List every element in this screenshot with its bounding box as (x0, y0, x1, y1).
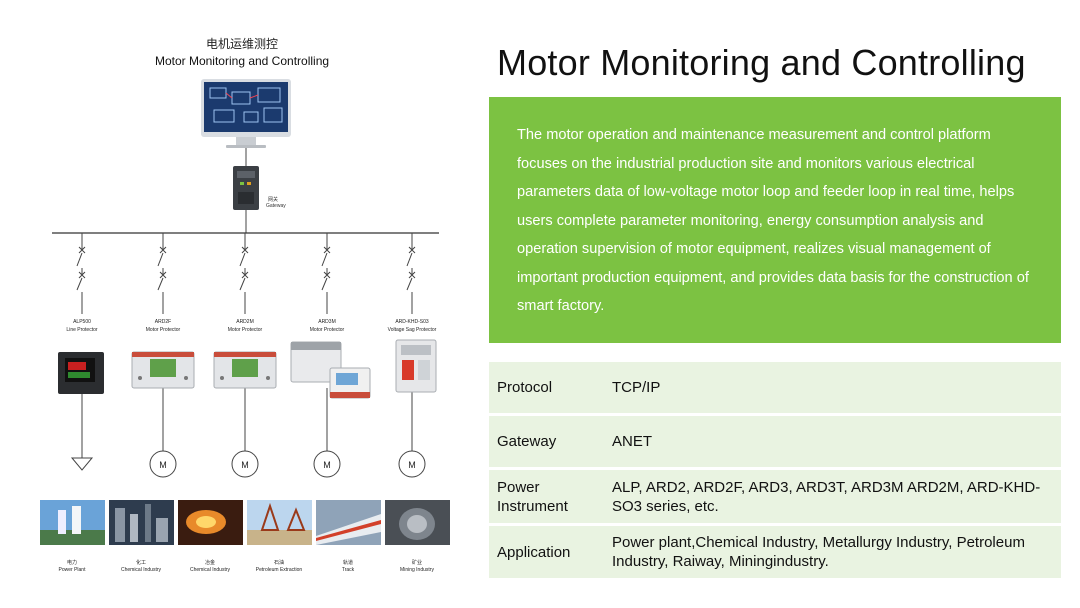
spec-value: ALP, ARD2, ARD2F, ARD3, ARD3T, ARD3M ARD… (597, 470, 1061, 526)
switch-blade (239, 252, 246, 267)
breaker-icon (408, 246, 416, 254)
motor-symbol: M (241, 460, 249, 470)
breaker-icon (159, 246, 167, 254)
app-photo-petroleum-icon (247, 500, 312, 545)
gateway-label-cn: 网关 (268, 197, 279, 203)
switch-blade (239, 277, 246, 291)
motor-symbol: M (323, 460, 331, 470)
device-label-ard-khd: ARD-KHD-S03 Voltage Sag Protector (367, 318, 457, 334)
table-row: Power Instrument ALP, ARD2, ARD2F, ARD3,… (489, 470, 1061, 526)
system-diagram: 电机运维测控 Motor Monitoring and Controlling (0, 0, 480, 608)
spec-value: TCP/IP (597, 362, 1061, 416)
spec-value: Power plant,Chemical Industry, Metallurg… (597, 526, 1061, 581)
device-model: ARD3M (318, 319, 336, 325)
app-photo-chemical-icon (109, 500, 174, 545)
motor-symbol: M (159, 460, 167, 470)
breaker-icon (159, 271, 167, 279)
app-photo-power-plant-icon (40, 500, 105, 545)
device-model: ALP500 (73, 319, 91, 325)
motor-ard-khd-icon (398, 450, 426, 478)
switch-blade (76, 277, 83, 291)
spec-label: Power Instrument (489, 470, 597, 526)
app-label: Petroleum Extraction (255, 567, 303, 573)
device-label-ard2f: ARD2F Motor Protector (118, 318, 208, 334)
motor-ard2f-icon (149, 450, 177, 478)
spec-table: Protocol TCP/IP Gateway ANET Power Instr… (489, 362, 1061, 581)
spec-value: ANET (597, 416, 1061, 470)
breaker-icon (78, 246, 86, 254)
app-label-cn: 矿业 (411, 560, 422, 566)
device-alp500-icon (58, 352, 104, 394)
device-ard3m-icon (290, 341, 371, 399)
app-photo-mining-icon (385, 500, 450, 545)
switch-blade (406, 277, 413, 291)
app-photo-track-icon (316, 500, 381, 545)
app-label: Mining Industry (400, 567, 434, 573)
table-row: Protocol TCP/IP (489, 362, 1061, 416)
page-title: Motor Monitoring and Controlling (497, 42, 1026, 83)
device-model: ARD2M (236, 319, 254, 325)
gateway-label: Gateway (266, 203, 286, 209)
app-label-cn: 电力 (66, 560, 77, 566)
switch-blade (157, 252, 164, 267)
breaker-icon (241, 246, 249, 254)
motor-ard2m-icon (231, 450, 259, 478)
device-label-alp500: ALP500 Line Protector (37, 318, 127, 334)
diagram-title-cn: 电机运维测控 (205, 37, 278, 51)
breaker-icon (323, 271, 331, 279)
spec-label: Gateway (489, 416, 597, 470)
switch-blade (321, 252, 328, 267)
switch-blade (406, 252, 413, 267)
spec-label: Application (489, 526, 597, 581)
monitor-icon (201, 79, 291, 148)
motor-symbol: M (408, 460, 416, 470)
device-role: Voltage Sag Protector (387, 327, 437, 333)
device-ard2f-icon (131, 351, 195, 389)
device-ard-khd-icon (395, 339, 437, 393)
breaker-icon (323, 246, 331, 254)
device-role: Motor Protector (227, 327, 263, 333)
gateway-icon (233, 166, 259, 210)
app-label-cn: 冶金 (204, 560, 215, 566)
app-label: Chemical Industry (189, 567, 230, 573)
table-row: Application Power plant,Chemical Industr… (489, 526, 1061, 581)
switch-blade (76, 252, 83, 267)
device-label-ard2m: ARD2M Motor Protector (200, 318, 290, 334)
switch-blade (321, 277, 328, 291)
breaker-icon (241, 271, 249, 279)
motor-ard3m-icon (313, 450, 341, 478)
app-label-cn: 化工 (135, 560, 146, 566)
table-row: Gateway ANET (489, 416, 1061, 470)
description-panel: The motor operation and maintenance meas… (489, 97, 1061, 343)
breaker-icon (408, 271, 416, 279)
device-role: Motor Protector (145, 327, 181, 333)
device-ard2m-icon (213, 351, 277, 389)
device-model: ARD-KHD-S03 (395, 319, 429, 325)
app-photo-metallurgy-icon (178, 500, 243, 545)
switch-blade (157, 277, 164, 291)
device-role: Motor Protector (309, 327, 345, 333)
app-label-cn: 石油 (273, 560, 284, 566)
app-label: Chemical Industry (120, 567, 161, 573)
app-label: Track (341, 567, 355, 573)
ground-symbol-icon (70, 394, 94, 471)
app-label-cn: 轨道 (342, 560, 353, 566)
app-label: Power Plant (58, 567, 86, 573)
device-label-ard3m: ARD3M Motor Protector (282, 318, 372, 334)
device-model: ARD2F (154, 319, 172, 325)
device-role: Line Protector (66, 327, 98, 333)
breaker-icon (78, 271, 86, 279)
diagram-title: Motor Monitoring and Controlling (154, 54, 330, 68)
description-text: The motor operation and maintenance meas… (517, 127, 1029, 314)
spec-label: Protocol (489, 362, 597, 416)
